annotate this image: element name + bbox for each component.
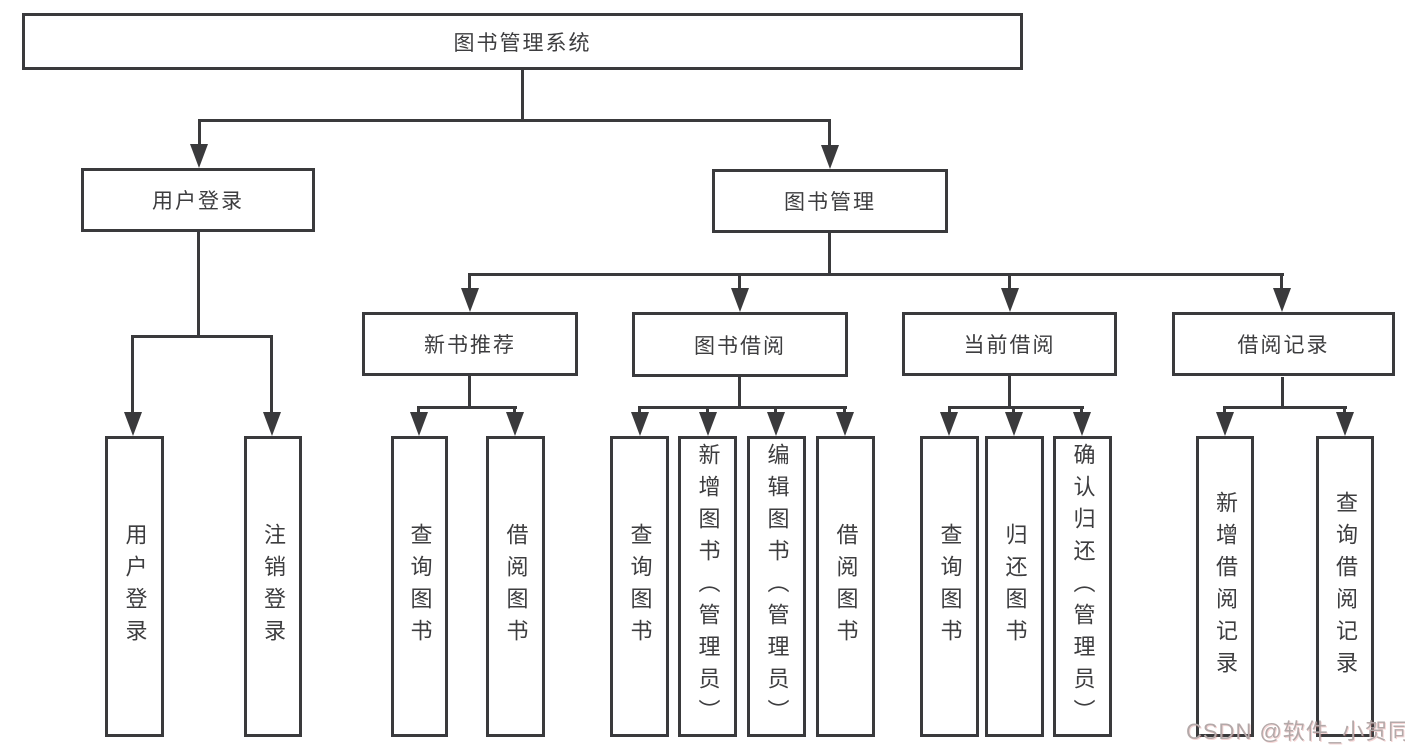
connector-to-leaf-logout [270,335,273,415]
node-current-borrow: 当前借阅 [902,312,1117,376]
arrow-down-icon [1005,412,1023,436]
connector-root-split [198,119,831,122]
connector-to-borrow-record [1280,273,1283,291]
connector-bb-split [638,406,847,409]
connector-to-nbr-borrow [513,406,516,414]
arrow-down-icon [263,412,281,436]
connector-to-new-book-rec [468,273,471,291]
arrow-down-icon [1216,412,1234,436]
arrow-down-icon [410,412,428,436]
leaf-nbr-borrow-books: 借阅图书 [486,436,545,737]
connector-to-cb-confirm [1080,406,1083,414]
connector-to-cb-return [1012,406,1015,414]
connector-nbr-stem [468,375,471,409]
connector-br-stem [1281,377,1284,409]
connector-to-book-mgmt [828,119,831,146]
leaf-cb-query-books: 查询图书 [920,436,979,737]
arrow-down-icon [821,145,839,169]
arrow-down-icon [1073,412,1091,436]
connector-to-cb-query [948,406,951,414]
connector-to-br-add [1223,406,1226,414]
connector-to-leaf-user-login [131,335,134,415]
arrow-down-icon [461,288,479,312]
arrow-down-icon [1336,412,1354,436]
leaf-br-query-record: 查询借阅记录 [1316,436,1374,737]
arrow-down-icon [836,412,854,436]
node-root: 图书管理系统 [22,13,1023,70]
arrow-down-icon [767,412,785,436]
leaf-logout: 注销登录 [244,436,302,737]
arrow-down-icon [190,144,208,168]
node-new-book-rec: 新书推荐 [362,312,578,376]
connector-book-mgmt-split [468,273,1284,276]
connector-to-nbr-query [417,406,420,414]
connector-nbr-split [417,406,517,409]
leaf-br-add-record: 新增借阅记录 [1196,436,1254,737]
connector-to-bb-query [638,406,641,414]
connector-to-book-borrow [738,273,741,291]
connector-to-bb-borrow [843,406,846,414]
arrow-down-icon [940,412,958,436]
connector-cb-stem [1008,376,1011,409]
leaf-cb-return-books: 归还图书 [985,436,1044,737]
node-book-mgmt-group: 图书管理 [712,169,948,233]
leaf-bb-add-books: 新增图书（管理员） [678,436,737,737]
arrow-down-icon [1273,288,1291,312]
connector-to-user-login [198,119,201,146]
leaf-nbr-query-books: 查询图书 [391,436,448,737]
leaf-cb-confirm-return: 确认归还（管理员） [1053,436,1112,737]
arrow-down-icon [124,412,142,436]
arrow-down-icon [731,288,749,312]
node-borrow-record: 借阅记录 [1172,312,1395,376]
node-user-login-group: 用户登录 [81,168,315,232]
arrow-down-icon [1001,288,1019,312]
connector-to-bb-add [706,406,709,414]
connector-user-login-stem [197,232,200,338]
connector-bb-stem [738,376,741,409]
connector-to-br-query [1343,406,1346,414]
connector-br-split [1223,406,1347,409]
node-book-borrow: 图书借阅 [632,312,848,377]
connector-to-current-borrow [1008,273,1011,291]
connector-to-bb-edit [774,406,777,414]
connector-cb-split [948,406,1084,409]
connector-root-stem [521,69,524,122]
leaf-user-login: 用户登录 [105,436,164,737]
arrow-down-icon [699,412,717,436]
arrow-down-icon [506,412,524,436]
arrow-down-icon [631,412,649,436]
leaf-bb-borrow-books: 借阅图书 [816,436,875,737]
leaf-bb-query-books: 查询图书 [610,436,669,737]
leaf-bb-edit-books: 编辑图书（管理员） [747,436,806,737]
connector-book-mgmt-stem [828,233,831,276]
watermark: CSDN @软件_小贺同学 [1186,719,1405,744]
connector-user-login-split [131,335,273,338]
